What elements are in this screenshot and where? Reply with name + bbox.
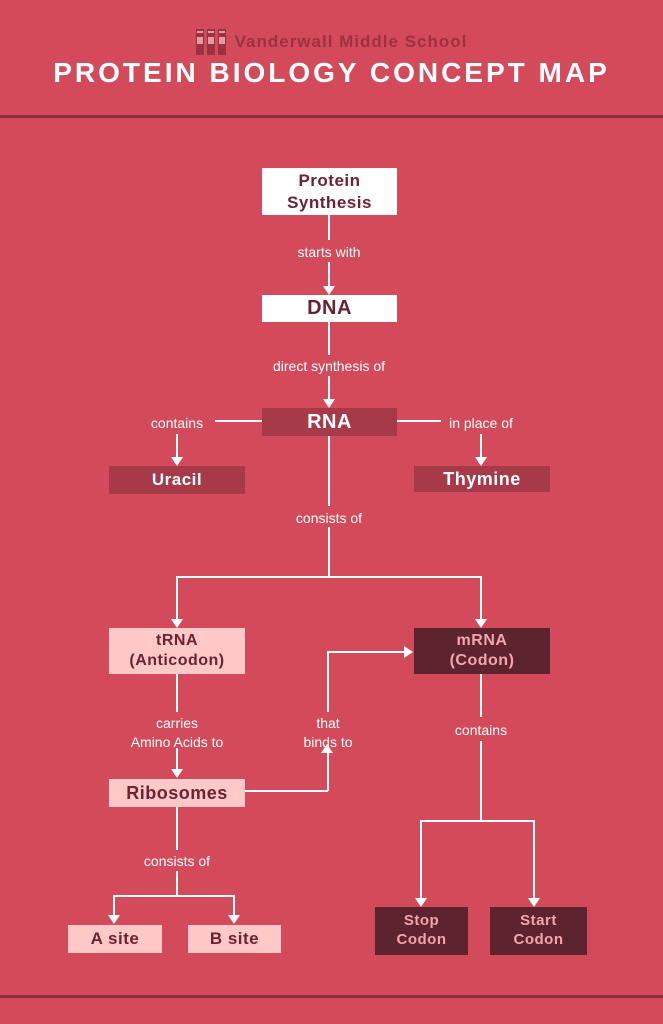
node-a-site-label: A site bbox=[90, 929, 140, 949]
connector-line bbox=[215, 420, 262, 422]
node-stop-codon-line2: Codon bbox=[396, 931, 447, 948]
connector-line bbox=[328, 376, 330, 399]
edge-label-binds: that binds to bbox=[303, 714, 352, 752]
connector-line bbox=[533, 820, 535, 898]
connector-line bbox=[420, 820, 422, 898]
node-dna-label: DNA bbox=[307, 297, 352, 319]
header-divider bbox=[0, 115, 663, 118]
connector-line bbox=[176, 434, 178, 457]
node-protein-synthesis-line2: Synthesis bbox=[287, 192, 372, 212]
edge-label-carries-line1: carries bbox=[155, 715, 199, 731]
connector-line bbox=[328, 436, 330, 506]
node-protein-synthesis-line1: Protein bbox=[298, 171, 361, 191]
connector-line bbox=[480, 434, 482, 457]
edge-label-direct-synthesis: direct synthesis of bbox=[272, 358, 386, 374]
node-ribosomes: Ribosomes bbox=[109, 779, 245, 807]
connector-line bbox=[328, 322, 330, 355]
arrowhead-down-icon bbox=[475, 457, 487, 466]
arrowhead-down-icon bbox=[415, 898, 427, 907]
arrowhead-down-icon bbox=[323, 399, 335, 408]
school-name: Vanderwall Middle School bbox=[234, 32, 468, 51]
connector-line bbox=[176, 576, 178, 619]
connector-line bbox=[113, 895, 115, 915]
connector-line bbox=[328, 215, 330, 240]
connector-line bbox=[480, 576, 482, 619]
arrowhead-down-icon bbox=[171, 619, 183, 628]
book-spine bbox=[217, 29, 226, 55]
edge-label-starts-with: starts with bbox=[297, 244, 361, 260]
edge-label-carries: carries Amino Acids to bbox=[131, 714, 224, 752]
connector-line bbox=[328, 527, 330, 577]
node-uracil: Uracil bbox=[109, 466, 245, 494]
arrowhead-down-icon bbox=[108, 915, 120, 924]
edge-label-in-place-of: in place of bbox=[449, 415, 513, 431]
node-ribosomes-label: Ribosomes bbox=[126, 782, 228, 803]
node-trna-line1: tRNA bbox=[156, 632, 198, 649]
node-stop-codon-line1: Stop bbox=[403, 912, 440, 930]
node-mrna-line1: mRNA bbox=[456, 632, 508, 649]
node-stop-codon: Stop Codon bbox=[375, 907, 468, 955]
connector-line bbox=[327, 651, 404, 653]
connector-line bbox=[176, 576, 482, 578]
edge-label-contains-left: contains bbox=[150, 415, 204, 431]
connector-line bbox=[397, 420, 441, 422]
node-mrna: mRNA (Codon) bbox=[414, 628, 550, 674]
connector-line bbox=[176, 871, 178, 896]
arrowhead-down-icon bbox=[228, 915, 240, 924]
connector-line bbox=[480, 674, 482, 717]
connector-line bbox=[480, 741, 482, 821]
node-start-codon-line2: Codon bbox=[513, 931, 564, 948]
school-logo-row: Vanderwall Middle School bbox=[0, 29, 663, 55]
node-b-site: B site bbox=[188, 925, 281, 953]
node-dna: DNA bbox=[262, 295, 397, 322]
node-start-codon: Start Codon bbox=[490, 907, 587, 955]
edge-label-contains-right: contains bbox=[454, 722, 508, 738]
node-rna-label: RNA bbox=[307, 410, 352, 433]
connector-line bbox=[176, 807, 178, 850]
connector-line bbox=[245, 790, 328, 792]
node-thymine: Thymine bbox=[414, 466, 550, 492]
connector-line bbox=[327, 753, 329, 791]
page-title: PROTEIN BIOLOGY CONCEPT MAP bbox=[53, 57, 610, 88]
arrowhead-down-icon bbox=[171, 769, 183, 778]
book-spine bbox=[206, 29, 215, 55]
edge-label-consists-of-top: consists of bbox=[295, 510, 363, 526]
connector-line bbox=[327, 652, 329, 712]
connector-line bbox=[420, 820, 535, 822]
node-trna-line2: (Anticodon) bbox=[129, 652, 225, 669]
node-protein-synthesis: Protein Synthesis bbox=[262, 168, 397, 215]
node-mrna-line2: (Codon) bbox=[449, 652, 515, 669]
node-a-site: A site bbox=[68, 925, 162, 953]
node-b-site-label: B site bbox=[209, 929, 260, 949]
edge-label-consists-of-bottom: consists of bbox=[143, 853, 211, 869]
node-trna: tRNA (Anticodon) bbox=[109, 628, 245, 674]
node-uracil-label: Uracil bbox=[151, 470, 203, 490]
connector-line bbox=[176, 748, 178, 769]
edge-label-binds-line1: that bbox=[316, 715, 340, 731]
edge-label-binds-line2: binds to bbox=[303, 733, 353, 750]
arrowhead-up-icon bbox=[321, 744, 333, 753]
books-icon bbox=[195, 29, 226, 55]
connector-line bbox=[233, 895, 235, 915]
connector-line bbox=[176, 674, 178, 712]
footer-divider bbox=[0, 995, 663, 998]
arrowhead-down-icon bbox=[171, 457, 183, 466]
node-thymine-label: Thymine bbox=[443, 468, 521, 489]
arrowhead-down-icon bbox=[528, 898, 540, 907]
book-spine bbox=[195, 29, 204, 55]
node-rna: RNA bbox=[262, 408, 397, 436]
arrowhead-down-icon bbox=[475, 619, 487, 628]
node-start-codon-line1: Start bbox=[520, 912, 557, 930]
arrowhead-down-icon bbox=[323, 286, 335, 295]
edge-label-carries-line2: Amino Acids to bbox=[130, 733, 224, 750]
arrowhead-right-icon bbox=[404, 646, 413, 658]
connector-line bbox=[328, 262, 330, 286]
connector-line bbox=[113, 895, 235, 897]
